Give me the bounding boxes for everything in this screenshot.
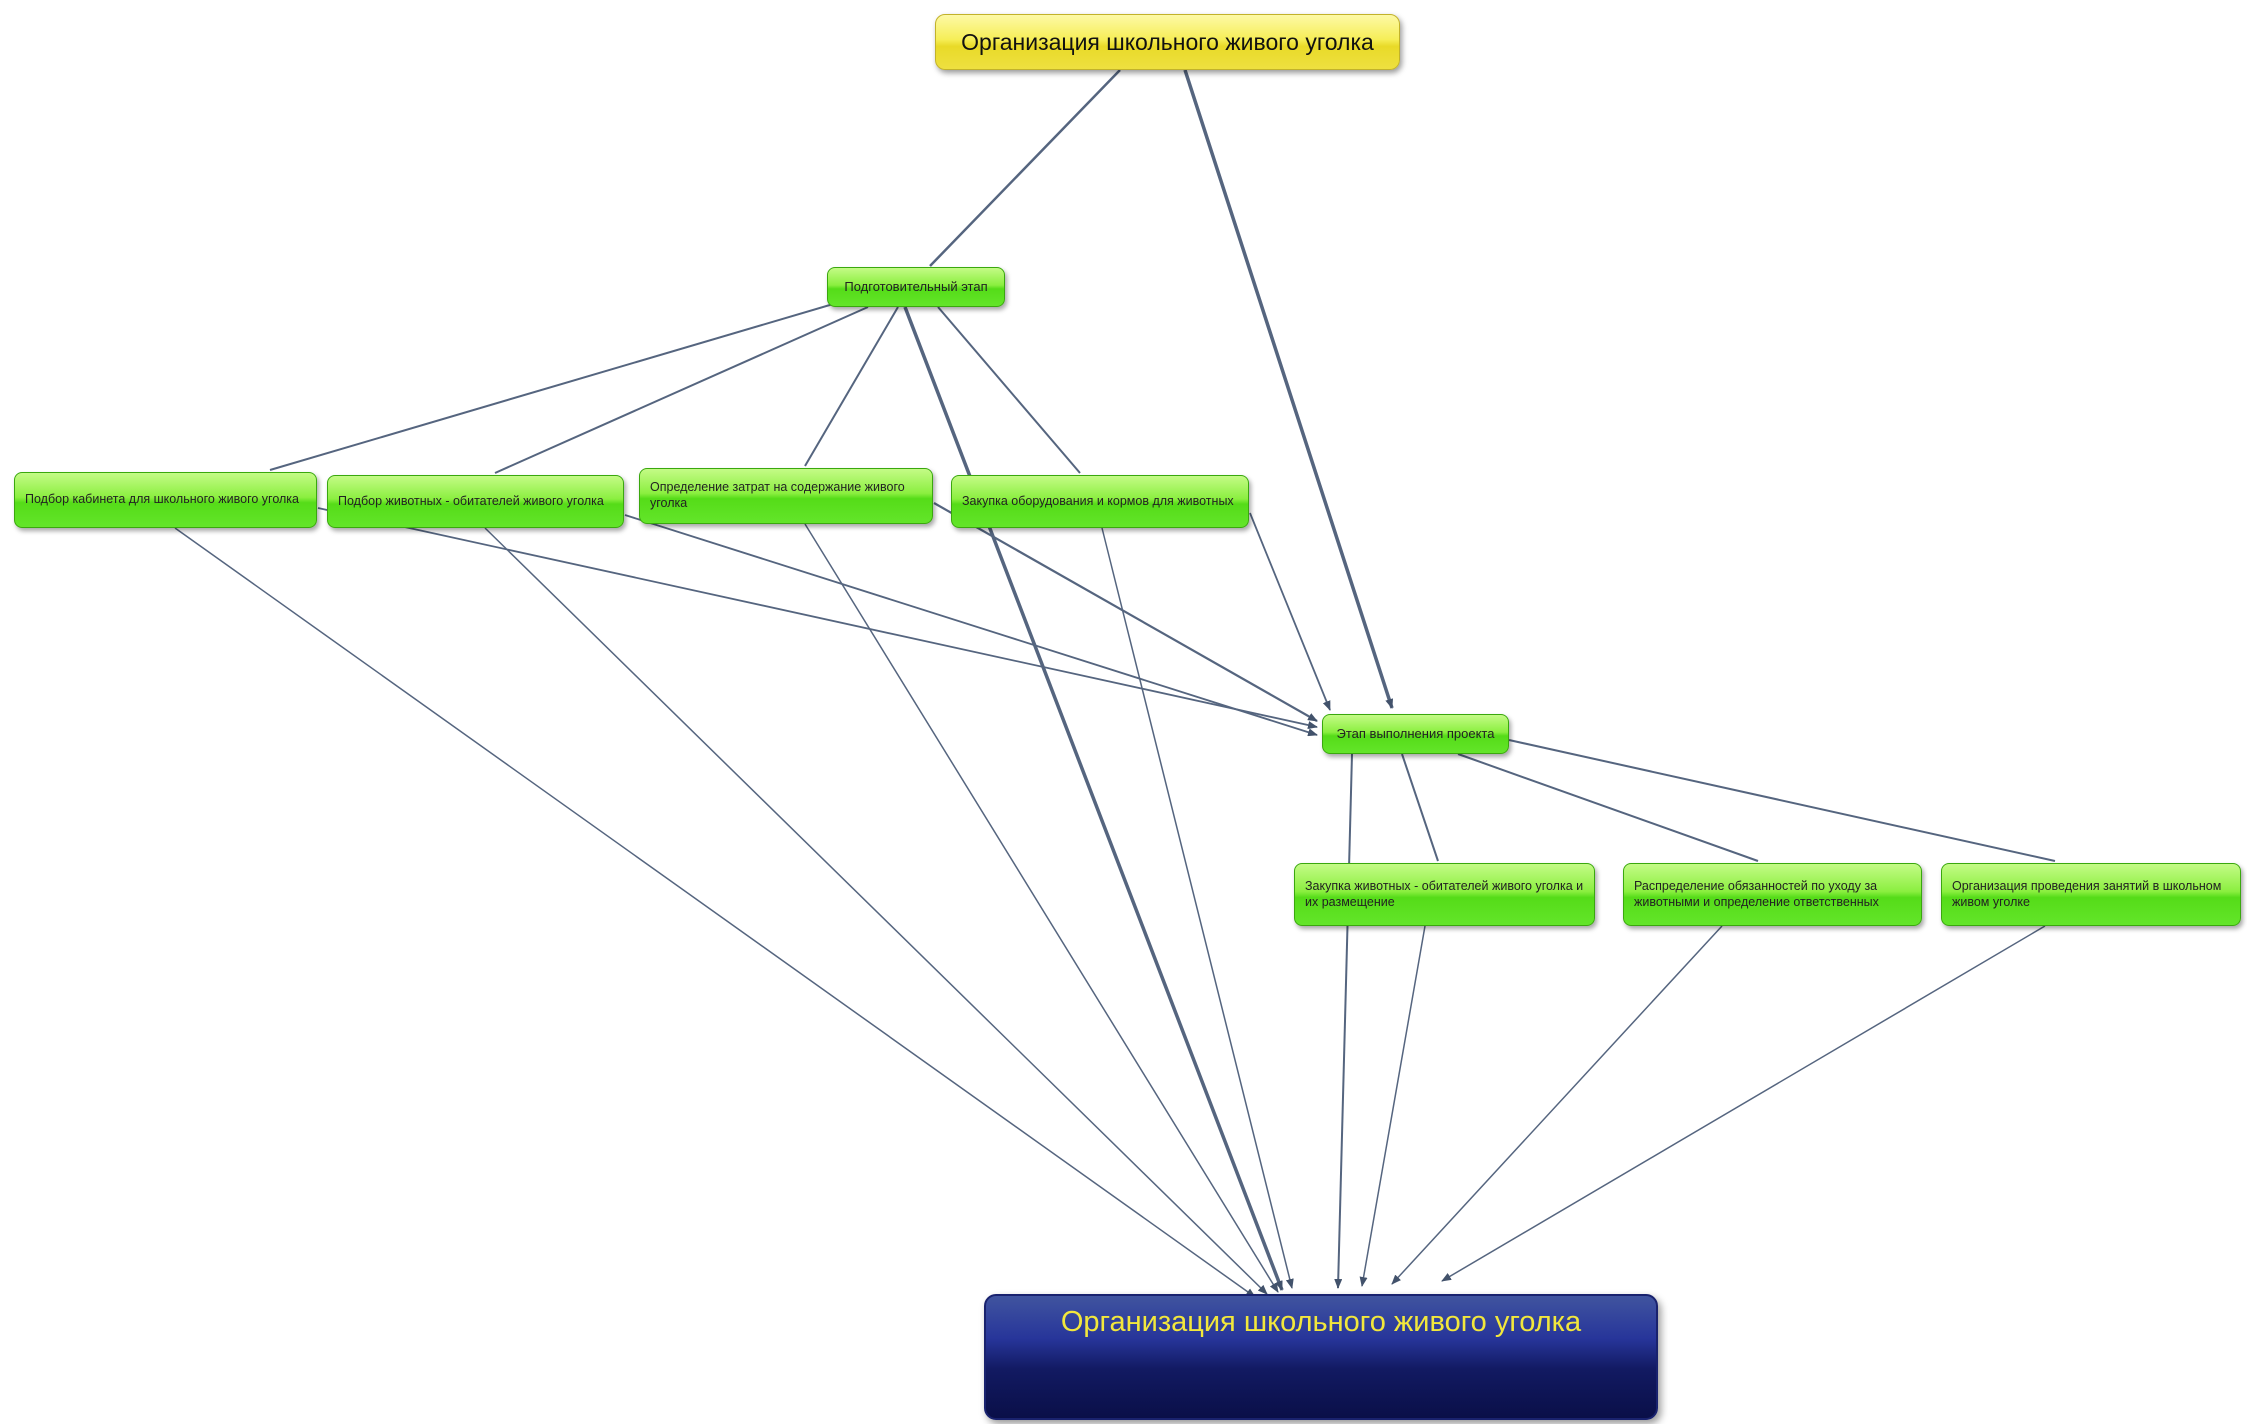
edge-duties-bottom bbox=[1391, 925, 1723, 1285]
edge-costs-exec bbox=[933, 502, 1318, 722]
edge-equipment-bottom bbox=[1101, 527, 1294, 1289]
edge-equipment-exec bbox=[1249, 512, 1331, 711]
edge-exec-bottom bbox=[1334, 753, 1353, 1289]
edge-exec-lessons bbox=[1508, 739, 2056, 862]
edge-exec-animal-purchase bbox=[1401, 753, 1439, 862]
edge-animal-select-bottom bbox=[484, 527, 1268, 1295]
edge-root-exec bbox=[1183, 69, 1394, 709]
edge-root-prep bbox=[929, 69, 1121, 267]
edge-costs-bottom bbox=[804, 523, 1279, 1293]
edge-prep-costs bbox=[804, 306, 899, 467]
node-cost-estimation[interactable]: Определение затрат на содержание живого … bbox=[639, 468, 933, 524]
edge-animal-select-exec bbox=[624, 514, 1318, 737]
edge-prep-equipment bbox=[937, 306, 1081, 474]
node-root-bottom[interactable]: Организация школьного живого уголка bbox=[984, 1294, 1658, 1420]
node-animal-purchase[interactable]: Закупка животных - обитателей живого уго… bbox=[1294, 863, 1595, 926]
edge-prep-animal-select bbox=[494, 306, 869, 474]
edge-prep-bottom bbox=[903, 306, 1284, 1291]
edge-exec-duties bbox=[1457, 753, 1759, 862]
node-root-top[interactable]: Организация школьного живого уголка bbox=[935, 14, 1400, 70]
node-duty-assignment[interactable]: Распределение обязанностей по уходу за ж… bbox=[1623, 863, 1922, 926]
edge-lessons-bottom bbox=[1441, 925, 2046, 1282]
node-execution-stage[interactable]: Этап выполнения проекта bbox=[1322, 714, 1509, 754]
edge-animal-purchase-bottom bbox=[1359, 925, 1426, 1287]
edge-cabinet-exec bbox=[317, 507, 1318, 729]
node-equipment-purchase[interactable]: Закупка оборудования и кормов для животн… bbox=[951, 475, 1249, 528]
node-lessons-organization[interactable]: Организация проведения занятий в школьно… bbox=[1941, 863, 2241, 926]
node-preparatory-stage[interactable]: Подготовительный этап bbox=[827, 267, 1005, 307]
node-animal-selection[interactable]: Подбор животных - обитателей живого угол… bbox=[327, 475, 624, 528]
edge-prep-cabinet bbox=[269, 301, 841, 471]
node-cabinet-selection[interactable]: Подбор кабинета для школьного живого уго… bbox=[14, 472, 317, 528]
edge-cabinet-bottom bbox=[174, 527, 1256, 1298]
